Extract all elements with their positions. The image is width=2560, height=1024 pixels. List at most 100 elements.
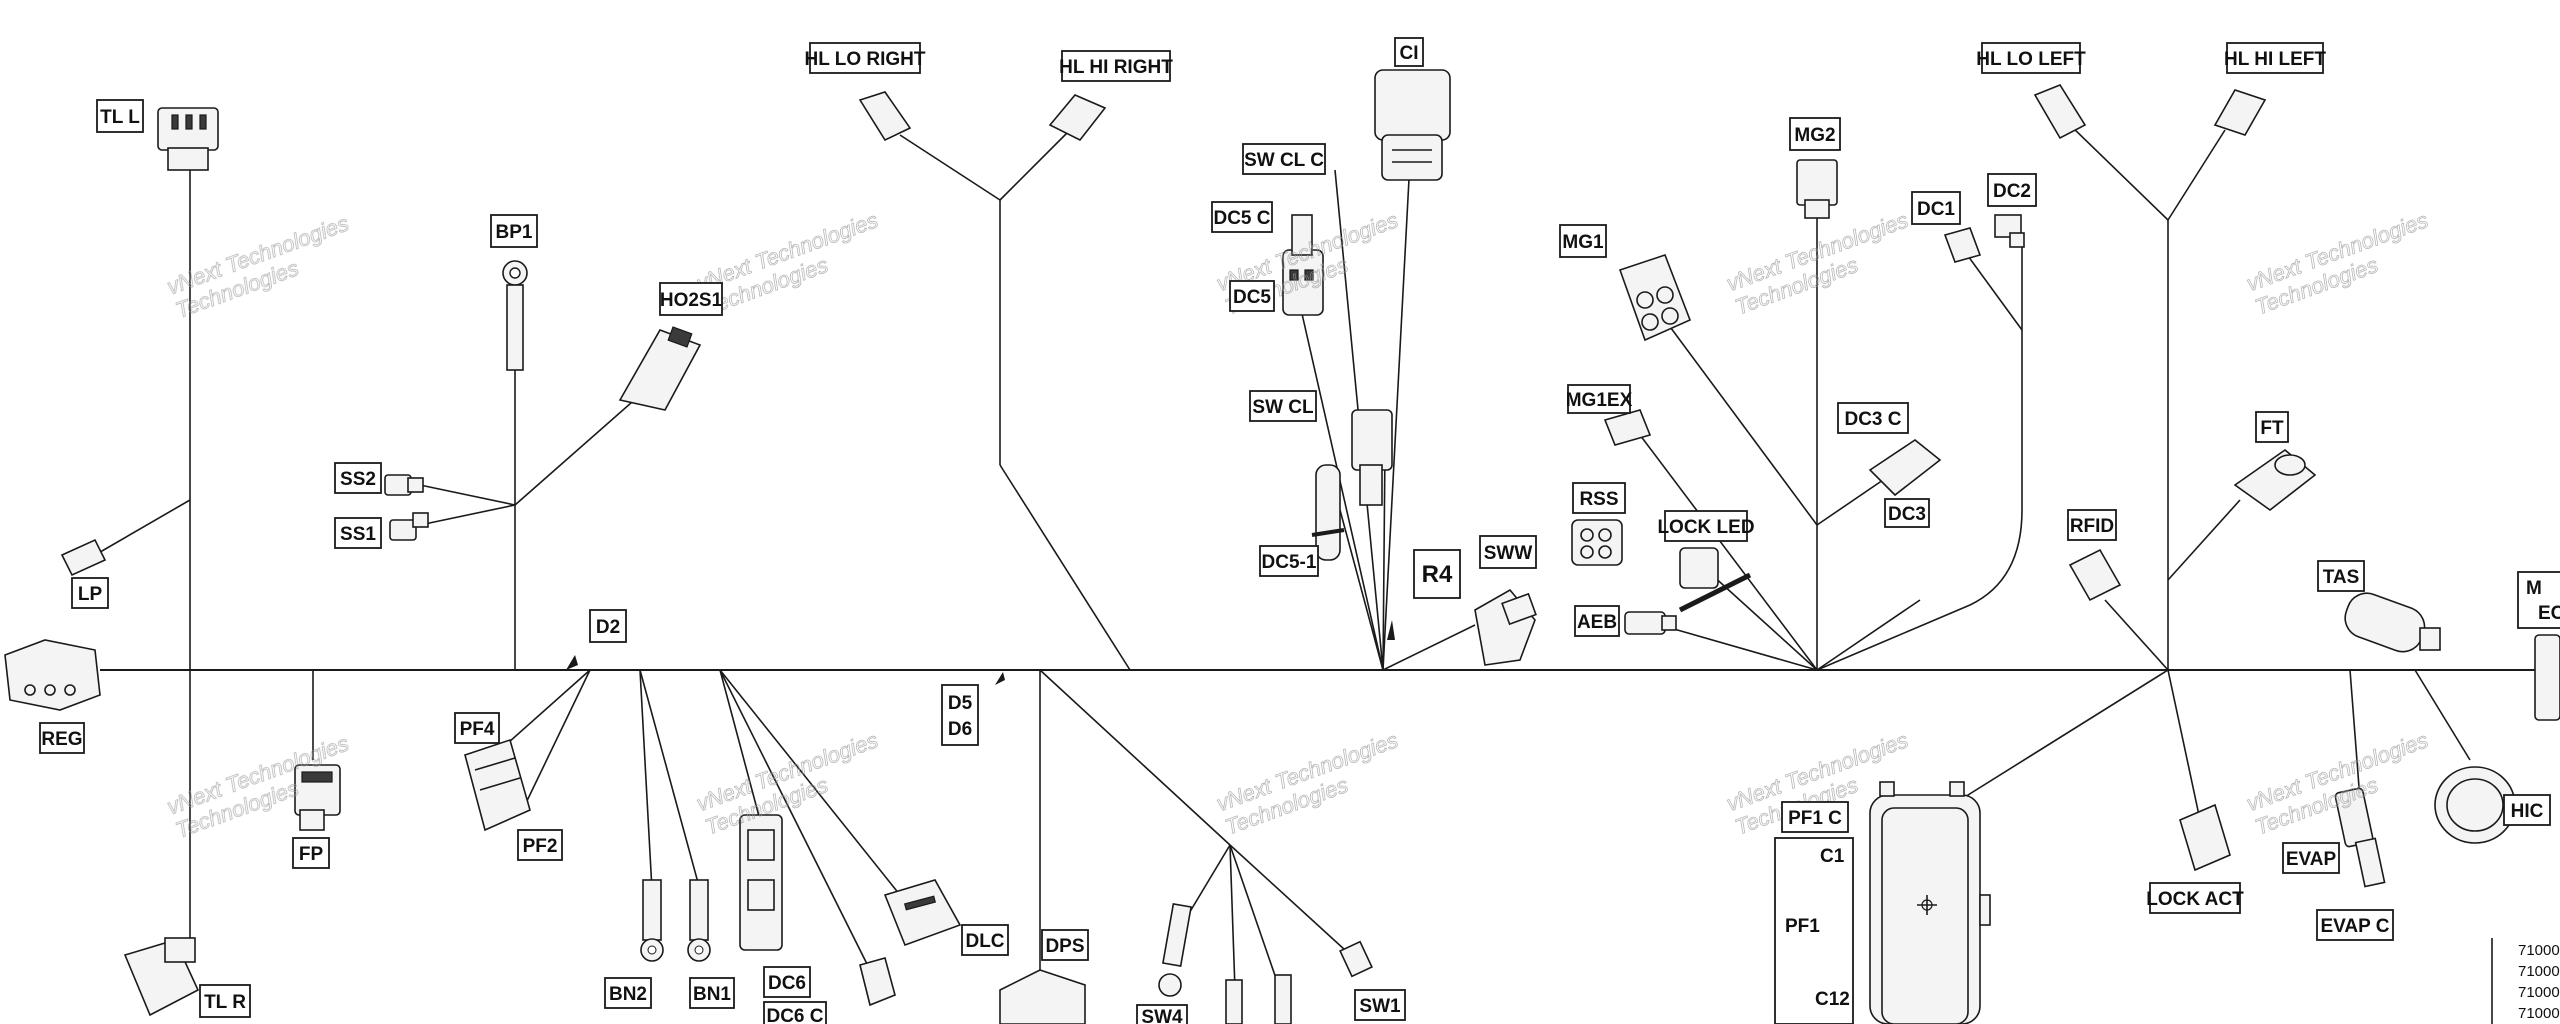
svg-text:AEB: AEB [1577, 612, 1617, 633]
label-ho2s1: HO2S1 [659, 282, 723, 316]
sw1-connector-icon [1339, 940, 1373, 978]
svg-text:DC1: DC1 [1917, 199, 1955, 220]
svg-text:HO2S1: HO2S1 [660, 290, 723, 311]
svg-text:EC: EC [2538, 603, 2560, 624]
hl-lo-left-connector-icon [2033, 84, 2087, 140]
label-dc3-c: DC3 C [1837, 402, 1909, 434]
label-bp1: BP1 [490, 214, 538, 248]
sw-terminal-a-icon [1225, 979, 1243, 1024]
tas-connector-icon [2344, 592, 2441, 653]
label-lp: LP [71, 577, 109, 609]
splice-marker-icon [566, 620, 1395, 685]
svg-text:SW1: SW1 [1359, 996, 1401, 1017]
svg-text:EVAP: EVAP [2286, 849, 2337, 870]
svg-text:HL HI RIGHT: HL HI RIGHT [1059, 57, 1173, 78]
svg-text:D6: D6 [948, 719, 972, 740]
label-hl-lo-right: HL LO RIGHT [804, 42, 926, 74]
label-m-ec: M EC [2517, 571, 2560, 629]
svg-text:DC5-1: DC5-1 [1262, 552, 1317, 573]
label-dc1: DC1 [1911, 191, 1961, 225]
label-sww: SWW [1479, 535, 1537, 569]
dc1-connector-icon [1943, 227, 1982, 263]
label-d5-d6: D5 D6 [941, 684, 979, 746]
label-mg2: MG2 [1789, 117, 1841, 151]
label-sw1: SW1 [1354, 989, 1406, 1021]
bn1-ring-terminal-icon [687, 879, 711, 962]
svg-text:TL L: TL L [100, 107, 140, 128]
hic-connector-icon [2434, 766, 2516, 844]
svg-text:710008: 710008 [2518, 984, 2560, 1001]
label-dc5-1: DC5-1 [1259, 545, 1319, 577]
label-hl-hi-right: HL HI RIGHT [1059, 50, 1173, 82]
svg-text:LOCK LED: LOCK LED [1657, 517, 1754, 538]
label-dc2: DC2 [1987, 173, 2037, 207]
svg-text:LOCK ACT: LOCK ACT [2146, 889, 2244, 910]
label-ss2: SS2 [334, 462, 382, 494]
watermark: vNext Technologies Technologies [163, 210, 352, 323]
ci-connector-icon [1374, 69, 1451, 181]
svg-text:TL R: TL R [204, 992, 246, 1013]
ho2s1-connector-icon [618, 326, 702, 411]
evap-connector-icon [2334, 787, 2386, 888]
watermark: vNext Technologies Technologies [1213, 727, 1402, 840]
tl-l-connector-icon [157, 107, 219, 171]
sw-terminal-b-icon [1274, 974, 1292, 1024]
svg-text:DLC: DLC [965, 931, 1004, 952]
label-tl-l: TL L [96, 99, 144, 133]
label-evap: EVAP [2282, 842, 2340, 874]
svg-text:CI: CI [1400, 43, 1419, 64]
svg-text:RFID: RFID [2070, 516, 2114, 537]
pf1-ecu-module-icon [1869, 781, 1991, 1024]
dc6-connector-icon [739, 814, 783, 951]
svg-text:HIC: HIC [2511, 801, 2544, 822]
label-dc6-c: DC6 C [763, 1001, 827, 1024]
svg-text:DC3: DC3 [1888, 504, 1926, 525]
svg-text:BP1: BP1 [496, 222, 533, 243]
label-dc3: DC3 [1884, 498, 1930, 528]
rss-connector-icon [1571, 519, 1623, 566]
label-ft: FT [2255, 411, 2289, 443]
label-fp: FP [292, 837, 330, 869]
svg-text:LP: LP [78, 584, 103, 605]
label-lock-led: LOCK LED [1657, 510, 1755, 542]
label-bn2: BN2 [604, 977, 652, 1009]
label-tas: TAS [2317, 560, 2365, 592]
svg-text:DC6: DC6 [768, 973, 806, 994]
svg-text:R4: R4 [1422, 561, 1453, 588]
svg-text:FT: FT [2260, 418, 2284, 439]
label-sw-cl: SW CL [1249, 390, 1317, 422]
label-r4: R4 [1413, 549, 1461, 599]
label-tl-r: TL R [199, 984, 251, 1018]
svg-text:BN2: BN2 [609, 984, 647, 1005]
branch-wires [94, 124, 2471, 991]
svg-text:MG1EX: MG1EX [1566, 390, 1633, 411]
svg-text:RSS: RSS [1579, 489, 1618, 510]
svg-text:SS1: SS1 [340, 524, 376, 545]
label-dc6: DC6 [763, 966, 811, 998]
svg-text:PF1 C: PF1 C [1788, 808, 1842, 829]
sw4-terminal-icon [1158, 902, 1192, 997]
svg-text:710008: 710008 [2518, 963, 2560, 980]
reg-connector-icon [4, 639, 101, 711]
watermark: vNext Technologies Technologies [2243, 207, 2432, 320]
bp1-ring-terminal-icon [502, 260, 528, 371]
label-hl-lo-left: HL LO LEFT [1976, 42, 2086, 74]
dc5-connector-icon [1282, 214, 1324, 316]
label-pf1-c: PF1 C [1781, 801, 1849, 833]
svg-text:DPS: DPS [1045, 936, 1084, 957]
hl-hi-left-connector-icon [2213, 89, 2267, 136]
label-hl-hi-left: HL HI LEFT [2224, 42, 2326, 74]
svg-text:MG1: MG1 [1562, 232, 1604, 253]
label-sw4: SW4 [1136, 1004, 1188, 1024]
label-dc5: DC5 [1229, 280, 1275, 312]
label-dlc: DLC [961, 924, 1009, 956]
label-reg: REG [39, 722, 85, 754]
svg-text:HL LO RIGHT: HL LO RIGHT [804, 49, 925, 70]
pf4-connector-icon [464, 738, 531, 832]
dc2-connector-icon [1994, 214, 2025, 248]
svg-text:SW CL: SW CL [1252, 397, 1314, 418]
svg-text:M: M [2526, 578, 2542, 599]
svg-text:SWW: SWW [1484, 543, 1533, 564]
ft-connector-icon [2233, 448, 2317, 511]
aeb-connector-icon [1624, 611, 1677, 635]
